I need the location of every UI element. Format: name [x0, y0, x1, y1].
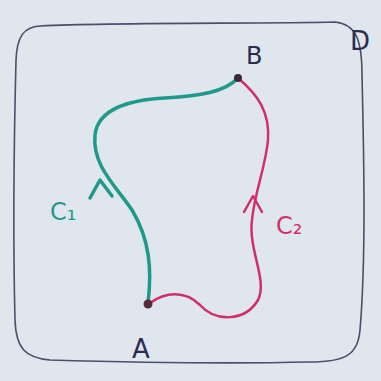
- curve-name: C₂: [276, 214, 302, 238]
- arrowhead: [90, 180, 112, 198]
- curve-c1: [95, 78, 238, 303]
- curve-c2: [150, 78, 268, 317]
- region-name: D: [350, 28, 370, 54]
- point-name: A: [132, 336, 150, 362]
- point-name: B: [246, 44, 262, 68]
- arrowhead: [244, 196, 262, 212]
- point-dot: [144, 300, 153, 309]
- region-outline: [14, 22, 364, 363]
- point-dot: [234, 74, 242, 82]
- curve-name: C₁: [50, 200, 76, 224]
